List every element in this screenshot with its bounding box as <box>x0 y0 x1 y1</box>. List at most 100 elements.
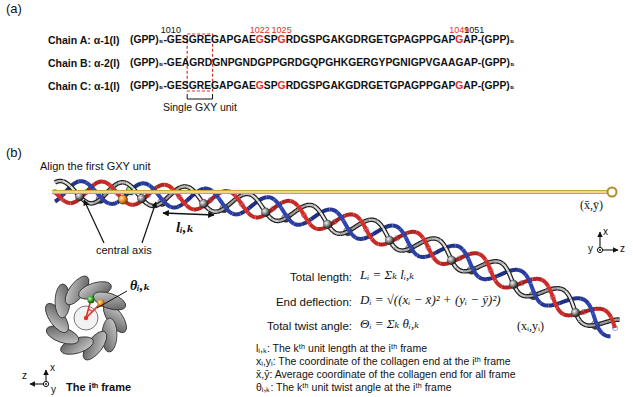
residue-letter: ₅ <box>510 57 515 68</box>
strand-ribbon <box>593 313 597 324</box>
measure-name: End deflection: <box>276 296 352 309</box>
residue-letter: R <box>197 57 204 68</box>
residue-letter: G <box>278 80 286 91</box>
helix-piece <box>456 267 463 271</box>
helix-piece <box>447 256 456 265</box>
helix-piece <box>157 185 165 188</box>
helix-piece <box>267 197 275 199</box>
helix-piece <box>611 317 615 328</box>
residue-letter: N <box>400 57 407 68</box>
strand-ribbon <box>455 246 462 250</box>
strand-outline <box>251 195 258 201</box>
residue-letter: ) <box>155 80 158 91</box>
mean-end-coordinate: (x̄,ȳ) <box>578 199 605 213</box>
residue-letter: P <box>419 80 426 91</box>
helix-piece <box>411 248 417 255</box>
atom-sphere <box>137 194 146 203</box>
residue-letter: ( <box>130 80 133 91</box>
residue-letter: A <box>404 80 411 91</box>
helix-piece <box>518 270 525 274</box>
residue-letter: R <box>361 34 368 45</box>
helix-piece <box>186 205 193 209</box>
helix-piece <box>63 181 71 186</box>
helix-piece <box>495 281 501 287</box>
strand-ribbon <box>416 232 423 238</box>
residue-letter: ( <box>481 34 484 45</box>
helix-piece <box>125 183 133 188</box>
residue-letter: P <box>315 80 322 91</box>
strand-ribbon <box>298 206 304 215</box>
residue-letter: A <box>330 34 337 45</box>
strand-ribbon <box>407 232 416 233</box>
strand-ribbon <box>479 277 487 279</box>
end-view-helix <box>41 272 131 363</box>
residue-letter: P <box>493 34 500 45</box>
residue-letter: E <box>204 34 211 45</box>
helix-piece <box>473 269 479 277</box>
residue-letter: G <box>485 80 493 91</box>
strand-ribbon <box>235 195 242 204</box>
residue-letter: Y <box>379 57 386 68</box>
residue-letter: R <box>286 34 293 45</box>
leader-arrow <box>84 200 104 243</box>
helix-piece <box>431 238 439 240</box>
residue-letter: D <box>250 57 257 68</box>
strand-ribbon <box>395 247 402 250</box>
strand-ribbon <box>486 260 491 270</box>
helix-piece <box>553 297 557 308</box>
residue-letter: G <box>455 34 463 45</box>
formula: Dᵢ = √((xᵢ − x̄)² + (yᵢ − ȳ)²) <box>358 293 503 308</box>
helix-piece <box>118 182 126 183</box>
strand-ribbon <box>132 202 140 205</box>
strand-ribbon <box>463 250 469 259</box>
definition: θᵢ,ₖ: The kᵗʰ unit twist angle at the iᵗ… <box>256 381 452 393</box>
strand-ribbon <box>125 183 133 188</box>
strand-ribbon <box>366 229 372 239</box>
strand-ribbon <box>518 270 525 274</box>
helix-piece <box>194 207 202 209</box>
helix-piece <box>349 231 355 238</box>
residue-letter: G <box>257 57 265 68</box>
residue-letter: G <box>133 80 141 91</box>
residue-letter: G <box>392 57 400 68</box>
residue-letter: - <box>478 34 481 45</box>
residue-letter: S <box>264 80 271 91</box>
strand-ribbon <box>304 215 310 224</box>
residue-letter: ) <box>155 57 158 68</box>
residue-letter: A <box>219 34 226 45</box>
residue-letter: G <box>133 34 141 45</box>
strand-ribbon <box>473 269 479 277</box>
strand-ribbon <box>564 314 573 315</box>
residue-letter: E <box>356 57 363 68</box>
residue-letter: D <box>205 57 212 68</box>
helix-piece <box>502 286 511 288</box>
strand-ribbon <box>179 197 186 205</box>
helix-piece <box>417 255 425 257</box>
residue-letter: E <box>249 80 256 91</box>
residue-letter: R <box>197 80 204 91</box>
leader-arrow <box>142 202 156 243</box>
helix-piece <box>180 186 188 187</box>
chain-sequence: (GPP)₅-GESGREGAPGAEGSPGRDGSPGAKGDRGETGPA… <box>130 34 515 46</box>
residue-letter: G <box>167 34 175 45</box>
helix-piece <box>179 197 186 205</box>
residue-letter: - <box>478 57 481 68</box>
residue-letter: P <box>266 57 273 68</box>
residue-letter: G <box>189 80 197 91</box>
helix-piece <box>428 248 433 258</box>
residue-letter: G <box>302 57 310 68</box>
residue-letter: V <box>426 57 433 68</box>
residue-letter: ) <box>506 34 509 45</box>
residue-letter: K <box>338 80 345 91</box>
residue-letter: G <box>485 34 493 45</box>
helix-piece <box>557 308 563 315</box>
strand-ribbon <box>165 185 173 189</box>
helix-piece <box>199 199 208 208</box>
strand-ribbon <box>495 281 501 287</box>
helix-piece <box>345 214 354 216</box>
reference-line <box>52 190 608 194</box>
helix-piece <box>171 206 179 207</box>
strand-ribbon <box>63 200 71 203</box>
helix-piece <box>385 236 394 245</box>
residue-letter: G <box>455 80 463 91</box>
